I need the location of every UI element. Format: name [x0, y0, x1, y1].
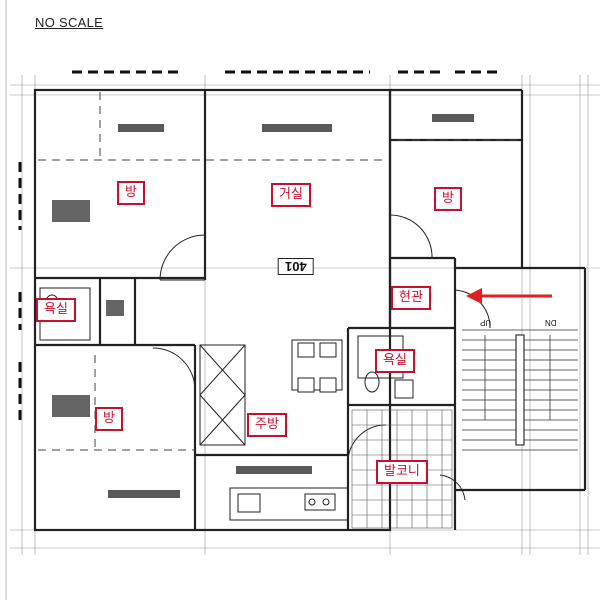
entry-arrow-icon: [466, 288, 552, 304]
room-label-bathroom-2: 욕실: [375, 349, 415, 373]
stair-label-up: UP: [480, 318, 492, 327]
grid-lines: [10, 75, 600, 555]
room-label-balcony: 발코니: [376, 460, 428, 484]
window-marks: [18, 70, 500, 420]
dimension-marks: [52, 114, 474, 498]
bathroom-fixtures: [39, 287, 414, 399]
staircase: [462, 329, 578, 451]
room-label-kitchen: 주방: [247, 413, 287, 437]
kitchen-counter: [199, 344, 349, 521]
scale-note: NO SCALE: [35, 15, 104, 30]
door-swings: [152, 214, 491, 501]
room-label-entrance: 현관: [391, 286, 431, 310]
unit-number: 401: [278, 258, 314, 275]
dining-set: [291, 339, 343, 393]
stair-label-down: DN: [545, 318, 557, 327]
room-label-living-room: 거실: [271, 183, 311, 207]
room-label-bedroom-3: 방: [95, 407, 123, 431]
room-label-bathroom-1: 욕실: [36, 298, 76, 322]
room-label-bedroom-2: 방: [434, 187, 462, 211]
room-label-bedroom-1: 방: [117, 181, 145, 205]
